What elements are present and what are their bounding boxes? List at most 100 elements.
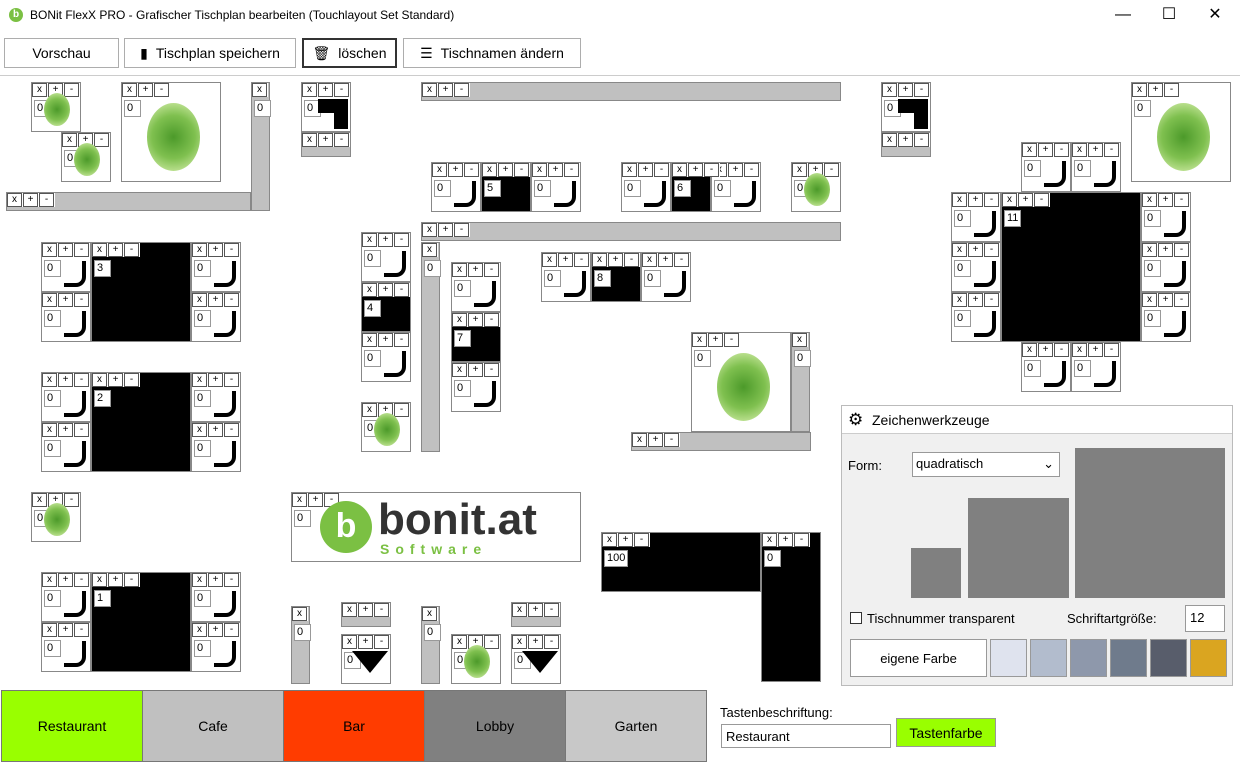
wall[interactable]: x+- (301, 132, 351, 157)
shrink-object-button[interactable]: - (984, 293, 999, 307)
shrink-object-button[interactable]: - (484, 313, 499, 327)
enlarge-object-button[interactable]: + (968, 293, 983, 307)
shrink-object-button[interactable]: - (664, 433, 679, 447)
enlarge-object-button[interactable]: + (1088, 343, 1103, 357)
key-color-button[interactable]: Tastenfarbe (896, 718, 996, 747)
delete-object-button[interactable]: x (532, 163, 547, 177)
shrink-object-button[interactable]: - (1164, 83, 1179, 97)
enlarge-object-button[interactable]: + (528, 603, 543, 617)
counter[interactable]: x+-0 (881, 82, 931, 132)
delete-object-button[interactable]: x (1072, 143, 1087, 157)
shrink-object-button[interactable]: - (154, 83, 169, 97)
shrink-object-button[interactable]: - (914, 83, 929, 97)
delete-object-button[interactable]: x (42, 623, 57, 637)
shrink-object-button[interactable]: - (334, 83, 349, 97)
delete-object-button[interactable]: x (342, 635, 357, 649)
shrink-object-button[interactable]: - (224, 573, 239, 587)
enlarge-object-button[interactable]: + (208, 243, 223, 257)
wall[interactable]: x+- (421, 82, 841, 101)
delete-object-button[interactable]: x (882, 133, 897, 147)
enlarge-object-button[interactable]: + (108, 243, 123, 257)
delete-object-button[interactable]: x (192, 243, 207, 257)
enlarge-object-button[interactable]: + (618, 533, 633, 547)
enlarge-object-button[interactable]: + (778, 533, 793, 547)
entrance[interactable]: x+-0 (341, 634, 391, 684)
chair[interactable]: x+-0 (41, 572, 91, 622)
shrink-object-button[interactable]: - (1104, 143, 1119, 157)
enlarge-object-button[interactable]: + (108, 573, 123, 587)
shrink-object-button[interactable]: - (374, 603, 389, 617)
delete-object-button[interactable]: x (952, 243, 967, 257)
enlarge-object-button[interactable]: + (58, 243, 73, 257)
delete-button[interactable]: 🗑löschen (302, 38, 397, 68)
maximize-button[interactable]: ☐ (1161, 6, 1177, 23)
preview-button[interactable]: Vorschau (4, 38, 119, 68)
wall[interactable]: x+- (511, 602, 561, 627)
shrink-object-button[interactable]: - (724, 333, 739, 347)
chair[interactable]: x+-0 (191, 572, 241, 622)
enlarge-object-button[interactable]: + (378, 283, 393, 297)
enlarge-object-button[interactable]: + (208, 423, 223, 437)
shrink-object-button[interactable]: - (454, 223, 469, 237)
delete-object-button[interactable]: x (192, 373, 207, 387)
shrink-object-button[interactable]: - (464, 163, 479, 177)
tab-restaurant[interactable]: Restaurant (1, 690, 143, 762)
delete-object-button[interactable]: x (692, 333, 707, 347)
delete-object-button[interactable]: x (292, 607, 307, 621)
key-label-input[interactable]: Restaurant (721, 724, 891, 748)
chair[interactable]: x+-0 (1141, 192, 1191, 242)
delete-object-button[interactable]: x (1142, 243, 1157, 257)
shrink-object-button[interactable]: - (394, 283, 409, 297)
shrink-object-button[interactable]: - (544, 635, 559, 649)
delete-object-button[interactable]: x (92, 373, 107, 387)
chair[interactable]: x+-0 (1021, 142, 1071, 192)
table[interactable]: x+-x+-1 (91, 572, 191, 672)
shrink-object-button[interactable]: - (1054, 343, 1069, 357)
delete-object-button[interactable]: x (602, 533, 617, 547)
delete-object-button[interactable]: x (362, 283, 377, 297)
entrance[interactable]: x+-0 (511, 634, 561, 684)
enlarge-object-button[interactable]: + (138, 83, 153, 97)
enlarge-object-button[interactable]: + (438, 83, 453, 97)
shrink-object-button[interactable]: - (74, 293, 89, 307)
delete-object-button[interactable]: x (952, 293, 967, 307)
delete-object-button[interactable]: x (1002, 193, 1017, 207)
enlarge-object-button[interactable]: + (688, 163, 703, 177)
table[interactable]: x+-x+-11 (1001, 192, 1141, 342)
plant[interactable]: x+-0 (361, 402, 411, 452)
close-button[interactable]: ✕ (1208, 6, 1222, 23)
delete-object-button[interactable]: x (92, 573, 107, 587)
shrink-object-button[interactable]: - (74, 423, 89, 437)
delete-object-button[interactable]: x (952, 193, 967, 207)
shrink-object-button[interactable]: - (1174, 243, 1189, 257)
color-swatch[interactable] (990, 639, 1027, 677)
delete-object-button[interactable]: x (62, 133, 77, 147)
delete-object-button[interactable]: x (7, 193, 22, 207)
counter[interactable]: x+-0 (301, 82, 351, 132)
shrink-object-button[interactable]: - (564, 163, 579, 177)
chair[interactable]: x+-0 (191, 622, 241, 672)
chair[interactable]: x+-0 (1141, 292, 1191, 342)
delete-object-button[interactable]: x (882, 83, 897, 97)
enlarge-object-button[interactable]: + (358, 603, 373, 617)
enlarge-object-button[interactable]: + (58, 573, 73, 587)
shrink-object-button[interactable]: - (544, 603, 559, 617)
enlarge-object-button[interactable]: + (968, 243, 983, 257)
delete-object-button[interactable]: x (42, 293, 57, 307)
delete-object-button[interactable]: x (192, 293, 207, 307)
plant[interactable]: x+-0 (1131, 82, 1231, 182)
delete-object-button[interactable]: x (122, 83, 137, 97)
enlarge-object-button[interactable]: + (108, 373, 123, 387)
plant[interactable]: x+-0 (31, 82, 81, 132)
custom-color-button[interactable]: eigene Farbe (850, 639, 987, 677)
delete-object-button[interactable]: x (422, 83, 437, 97)
minimize-button[interactable]: — (1115, 6, 1131, 23)
chair[interactable]: x+-0 (1071, 342, 1121, 392)
shrink-object-button[interactable]: - (484, 263, 499, 277)
enlarge-object-button[interactable]: + (58, 373, 73, 387)
chair[interactable]: x+-0 (451, 262, 501, 312)
chair[interactable]: x+-0 (1141, 242, 1191, 292)
delete-object-button[interactable]: x (642, 253, 657, 267)
